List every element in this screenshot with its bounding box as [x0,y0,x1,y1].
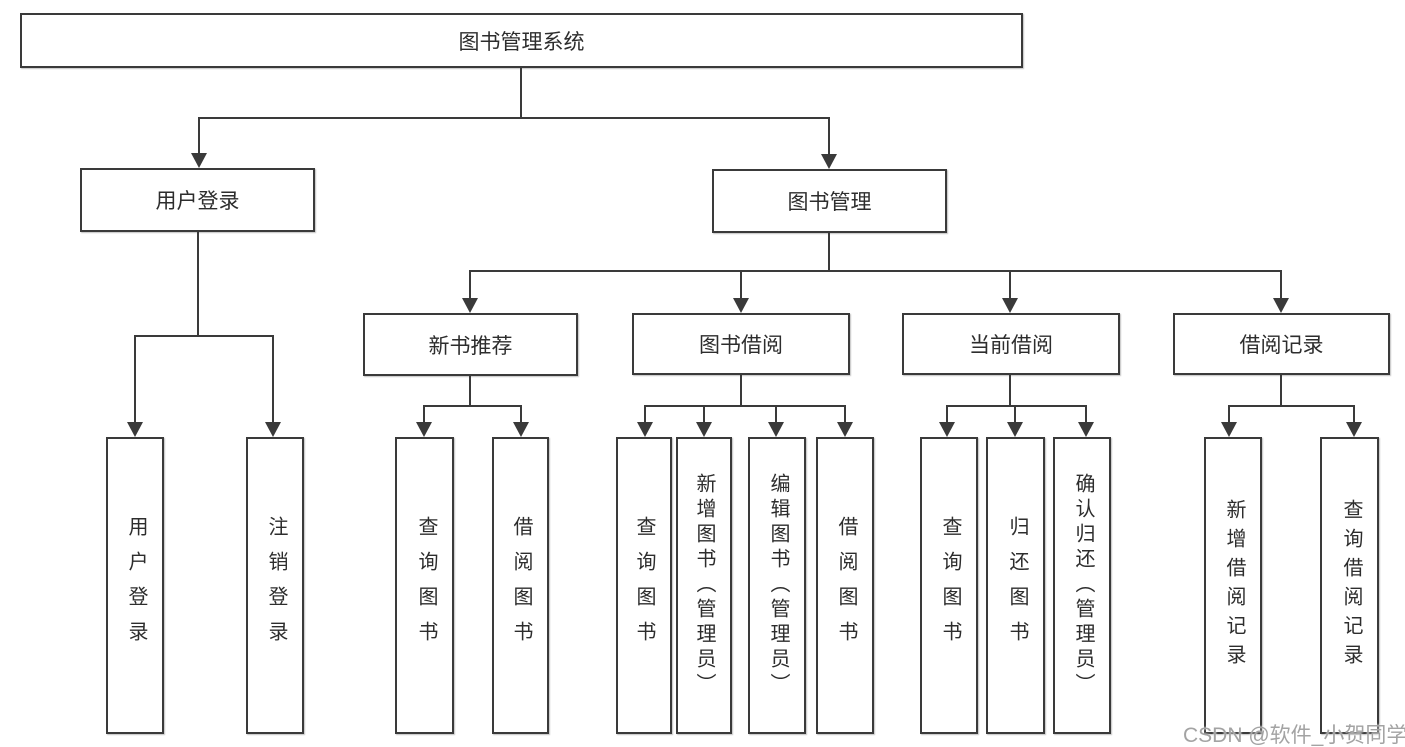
leaf-borrow-books-borrowing: 借阅图书 [816,437,874,734]
leaf-query-borrow-record: 查询借阅记录 [1320,437,1379,734]
connector-line [1228,405,1230,423]
node-label: 图书借阅 [699,334,783,357]
connector-line [740,270,742,299]
node-label: 图书管理 [787,191,872,214]
leaf-logout: 注销登录 [246,437,304,734]
connector-line [828,231,830,272]
arrow-down-icon [1002,298,1018,313]
leaf-query-books-borrowing: 查询图书 [616,437,672,734]
leaf-return-books: 归还图书 [986,437,1045,734]
arrow-down-icon [1346,422,1362,437]
connector-line [1280,373,1282,407]
connector-line [644,405,646,423]
connector-line [1280,270,1282,299]
arrow-down-icon [127,422,143,437]
connector-line [844,405,846,423]
node-label: 当前借阅 [969,334,1053,357]
leaf-borrow-books-recommend: 借阅图书 [492,437,549,734]
arrow-down-icon [265,422,281,437]
connector-line [197,231,199,336]
connector-line [1014,405,1016,423]
connector-line [134,335,136,423]
node-label: 用户登录 [155,190,240,213]
leaf-edit-books-admin: 编辑图书（管理员） [748,437,806,734]
connector-line [520,66,522,118]
connector-line [644,405,846,407]
connector-line [828,117,830,155]
arrow-down-icon [1007,422,1023,437]
connector-line [469,270,1281,272]
leaf-add-books-admin: 新增图书（管理员） [676,437,732,734]
connector-line [946,405,1087,407]
node-label: 新书推荐 [428,334,513,358]
node-new-book-recommendation: 新书推荐 [363,313,578,376]
arrow-down-icon [768,422,784,437]
arrow-down-icon [1273,298,1289,313]
arrow-down-icon [462,298,478,313]
connector-line [1009,373,1011,407]
node-borrowing-records: 借阅记录 [1173,313,1390,375]
node-book-borrowing: 图书借阅 [632,313,850,375]
connector-line [469,270,471,299]
leaf-confirm-return-admin: 确认归还（管理员） [1053,437,1111,734]
node-label: 借阅记录 [1239,334,1324,357]
arrow-down-icon [1078,422,1094,437]
arrow-down-icon [513,422,529,437]
connector-line [1353,405,1355,423]
node-library-management-system: 图书管理系统 [20,13,1023,68]
arrow-down-icon [191,153,207,168]
connector-line [703,405,705,423]
connector-line [1009,270,1011,299]
connector-line [198,117,830,119]
leaf-query-books-current: 查询图书 [920,437,978,734]
arrow-down-icon [821,154,837,169]
node-label: 图书管理系统 [458,30,585,54]
node-user-login: 用户登录 [80,168,315,232]
connector-line [740,373,742,407]
leaf-add-borrow-record: 新增借阅记录 [1204,437,1262,734]
arrow-down-icon [416,422,432,437]
node-book-management: 图书管理 [712,169,947,233]
leaf-query-books-recommend: 查询图书 [395,437,454,734]
connector-line [1085,405,1087,423]
connector-line [469,374,471,407]
node-current-borrowing: 当前借阅 [902,313,1120,375]
connector-line [946,405,948,423]
arrow-down-icon [837,422,853,437]
arrow-down-icon [1221,422,1237,437]
arrow-down-icon [637,422,653,437]
connector-line [423,405,425,423]
connector-line [134,335,274,337]
connector-line [423,405,522,407]
connector-line [272,335,274,423]
arrow-down-icon [939,422,955,437]
connector-line [1228,405,1355,407]
csdn-watermark: CSDN @软件_小贺同学 [1183,724,1405,747]
arrow-down-icon [733,298,749,313]
leaf-user-login: 用户登录 [106,437,164,734]
connector-line [198,117,200,154]
connector-line [775,405,777,423]
arrow-down-icon [696,422,712,437]
connector-line [520,405,522,423]
